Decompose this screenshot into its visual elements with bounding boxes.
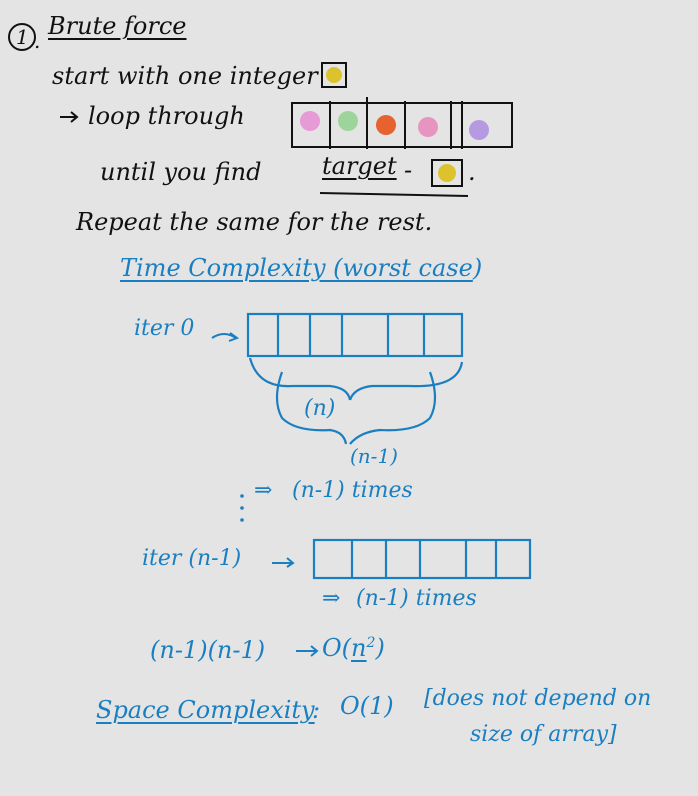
iter-0-label: iter 0 <box>134 316 195 341</box>
green-dot-icon <box>338 111 358 131</box>
space-colon: : <box>312 696 321 724</box>
array-iter-0 <box>246 312 464 358</box>
yellow-dot-icon <box>326 67 342 83</box>
arrow-right-icon <box>272 557 295 568</box>
vertical-dots-icon <box>240 494 244 522</box>
time-title-case: worst case <box>342 254 473 282</box>
section-title: Brute force <box>48 12 187 40</box>
step-target-word: target <box>322 152 397 180</box>
pink-dot-icon <box>300 111 320 131</box>
array-iter-last <box>312 538 532 580</box>
time-complexity-title: Time Complexity (worst case) <box>120 256 482 280</box>
step-loop: loop through <box>88 102 245 130</box>
iter-last-label: iter (n-1) <box>142 546 242 571</box>
step-until: until you find <box>100 158 262 186</box>
implies-arrow-icon: ⇒ <box>254 478 273 503</box>
big-o-exponent: 2 <box>366 635 376 651</box>
step-repeat: Repeat the same for the rest. <box>76 208 433 236</box>
big-o-result: O(n2) <box>322 636 385 660</box>
space-value: O(1) <box>340 692 394 720</box>
arrow-right-icon <box>211 332 240 342</box>
times-label-1: (n-1) times <box>292 478 413 503</box>
target-yellow-dot-icon <box>438 164 456 182</box>
time-title-prefix: Time Complexity ( <box>120 254 343 282</box>
times-label-2: (n-1) times <box>356 586 477 611</box>
space-note-line2: size of array] <box>470 722 617 747</box>
rose-dot-icon <box>418 117 438 137</box>
colored-array <box>291 97 513 149</box>
step-dash: - <box>404 156 413 184</box>
orange-dot-icon <box>376 115 396 135</box>
step-start: start with one integer <box>52 62 318 90</box>
section-number: 1 <box>16 25 29 49</box>
purple-dot-icon <box>469 120 489 140</box>
big-o-n: n <box>351 634 367 662</box>
section-number-circle <box>8 23 36 51</box>
single-integer-box <box>321 62 347 88</box>
big-o-open: O( <box>322 634 352 662</box>
time-title-suffix: ) <box>472 254 483 282</box>
brace-n-label: (n) <box>304 396 336 421</box>
section-number-period: . <box>34 29 41 53</box>
target-underline <box>319 192 469 197</box>
product-lhs: (n-1)(n-1) <box>150 636 266 664</box>
big-o-close: ) <box>375 634 385 662</box>
arrow-right-icon <box>296 645 319 657</box>
arrow-right-icon <box>60 111 79 123</box>
n-minus-1-label: (n-1) <box>350 444 398 468</box>
space-note-line1: [does not depend on <box>424 686 652 711</box>
brace-icon <box>248 357 464 445</box>
step-period: . <box>468 158 476 186</box>
implies-arrow-icon: ⇒ <box>322 586 341 611</box>
space-complexity-label: Space Complexity <box>96 696 315 724</box>
target-box <box>431 159 463 187</box>
